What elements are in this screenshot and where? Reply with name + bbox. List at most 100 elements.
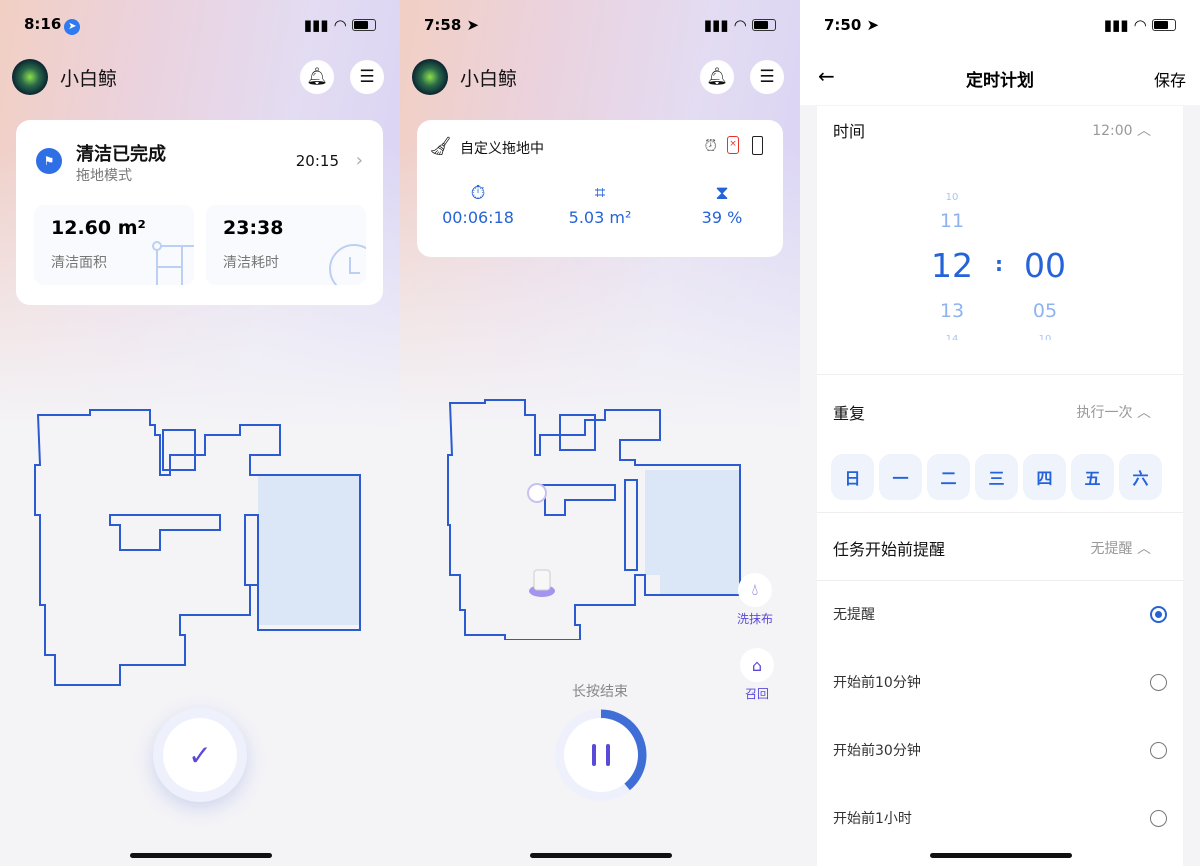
home-indicator xyxy=(530,853,672,858)
wifi-icon: ◠ xyxy=(334,16,346,34)
time-value: 12:00 xyxy=(1092,123,1133,139)
weekday-selector: 日 一 二 三 四 五 六 xyxy=(831,454,1162,500)
battery-icon xyxy=(352,19,376,31)
status-title: 自定义拖地中 xyxy=(460,141,544,157)
wash-mop-label: 洗抹布 xyxy=(737,612,774,626)
picker-separator: : xyxy=(995,252,1003,276)
stat-value: 12.60 m² xyxy=(51,217,146,239)
time-label: 时间 xyxy=(833,122,866,141)
day-wed[interactable]: 三 xyxy=(975,454,1018,500)
chevron-up-icon: ︿ xyxy=(1137,541,1151,557)
cleaning-map[interactable] xyxy=(445,395,745,640)
detergent-empty-icon: × xyxy=(727,136,739,154)
menu-icon[interactable]: ☰ xyxy=(750,60,784,94)
picker-minute-selected: 00 xyxy=(1024,246,1066,285)
check-icon: ✓ xyxy=(163,718,237,792)
wifi-icon: ◠ xyxy=(734,16,746,34)
wifi-icon: ◠ xyxy=(1134,16,1146,34)
screen-cleaning-complete: 8:16➤ ▮▮▮ ◠ 小白鲸 🔔︎ ☰ ⚑ 清洁已完成 拖地模式 20:15 › … xyxy=(0,0,400,866)
radio-button[interactable] xyxy=(1150,741,1167,759)
day-sat[interactable]: 六 xyxy=(1119,454,1162,500)
stopwatch-icon: ⏱︎ xyxy=(470,182,486,204)
picker-hour-selected: 12 xyxy=(931,246,973,285)
back-arrow-icon[interactable]: ← xyxy=(818,64,835,88)
radio-button[interactable] xyxy=(1150,809,1167,827)
location-icon: ➤ xyxy=(64,19,81,35)
bell-icon[interactable]: 🔔︎ xyxy=(300,60,334,94)
dock-icon xyxy=(533,569,551,591)
metric-duration: ⏱︎00:06:18 xyxy=(417,182,539,227)
picker-hour: 13 xyxy=(939,300,965,322)
repeat-value: 执行一次 xyxy=(1076,405,1133,421)
repeat-label: 重复 xyxy=(833,404,866,423)
option-label: 开始前1小时 xyxy=(833,811,912,827)
device-name: 小白鲸 xyxy=(60,67,118,90)
option-label: 开始前30分钟 xyxy=(833,743,921,759)
home-indicator xyxy=(130,853,272,858)
battery-icon xyxy=(752,19,776,31)
status-mode: 拖地模式 xyxy=(76,168,132,184)
recall-button[interactable]: ⌂召回 xyxy=(740,648,774,702)
picker-minute: 10 xyxy=(1038,334,1052,340)
remind-option[interactable]: 无提醒 xyxy=(833,604,1167,624)
divider xyxy=(817,374,1183,375)
remind-option[interactable]: 开始前30分钟 xyxy=(833,740,1167,760)
area-icon xyxy=(152,241,194,285)
app-header: 小白鲸 🔔︎ ☰ xyxy=(12,58,384,96)
pause-button[interactable] xyxy=(553,707,649,803)
battery-icon xyxy=(752,136,763,155)
home-indicator xyxy=(930,853,1072,858)
picker-minute: 05 xyxy=(1032,300,1058,322)
stat-value: 23:38 xyxy=(223,217,284,239)
radio-button[interactable] xyxy=(1150,673,1167,691)
remind-value: 无提醒 xyxy=(1090,541,1133,557)
bell-icon[interactable]: 🔔︎ xyxy=(700,60,734,94)
option-label: 无提醒 xyxy=(833,607,875,623)
menu-icon[interactable]: ☰ xyxy=(350,60,384,94)
device-avatar[interactable] xyxy=(412,59,448,95)
cleaning-map[interactable] xyxy=(30,405,370,690)
repeat-row[interactable]: 重复执行一次 ︿ xyxy=(833,400,1151,424)
stat-label: 清洁面积 xyxy=(51,255,107,271)
page-title: 定时计划 xyxy=(966,71,1034,91)
clock-icon xyxy=(329,244,366,285)
signal-icon: ▮▮▮ xyxy=(1103,16,1129,34)
remind-row[interactable]: 任务开始前提醒 无提醒 ︿ xyxy=(833,536,1151,560)
status-time: 20:15 xyxy=(295,152,339,170)
device-name: 小白鲸 xyxy=(460,67,518,90)
save-button[interactable]: 保存 xyxy=(1153,71,1186,90)
progress-ring xyxy=(555,709,647,801)
remind-option[interactable]: 开始前1小时 xyxy=(833,808,1167,828)
day-tue[interactable]: 二 xyxy=(927,454,970,500)
area-icon: ⌗ xyxy=(594,182,606,204)
stat-label: 清洁耗时 xyxy=(223,255,279,271)
remind-label: 任务开始前提醒 xyxy=(833,540,946,559)
day-thu[interactable]: 四 xyxy=(1023,454,1066,500)
day-fri[interactable]: 五 xyxy=(1071,454,1114,500)
app-header: 小白鲸 🔔︎ ☰ xyxy=(412,58,784,96)
done-button[interactable]: ✓ xyxy=(153,708,247,802)
wash-mop-button[interactable]: 💧︎洗抹布 xyxy=(737,573,773,627)
day-sun[interactable]: 日 xyxy=(831,454,874,500)
radio-button[interactable] xyxy=(1150,605,1167,623)
status-card[interactable]: 🧹︎ 自定义拖地中 ⏰︎ × ⏱︎00:06:18 ⌗5.03 m² ⧗39 % xyxy=(417,120,783,257)
picker-hour: 11 xyxy=(939,210,965,232)
clock: 7:58 xyxy=(424,16,462,34)
home-icon: ⌂ xyxy=(740,648,774,682)
signal-icon: ▮▮▮ xyxy=(303,16,329,34)
picker-hour: 10 xyxy=(945,192,959,200)
device-avatar[interactable] xyxy=(12,59,48,95)
signal-icon: ▮▮▮ xyxy=(703,16,729,34)
metric-value: 5.03 m² xyxy=(568,208,632,227)
location-icon: ➤ xyxy=(866,16,880,34)
hourglass-icon: ⧗ xyxy=(715,182,729,204)
clock: 8:16 xyxy=(24,15,62,33)
remind-option[interactable]: 开始前10分钟 xyxy=(833,672,1167,692)
metric-area: ⌗ 5.03 m² xyxy=(539,182,661,227)
status-card[interactable]: ⚑ 清洁已完成 拖地模式 20:15 › 12.60 m² 清洁面积 23:38… xyxy=(16,120,383,305)
day-mon[interactable]: 一 xyxy=(879,454,922,500)
status-title: 清洁已完成 xyxy=(76,144,166,165)
